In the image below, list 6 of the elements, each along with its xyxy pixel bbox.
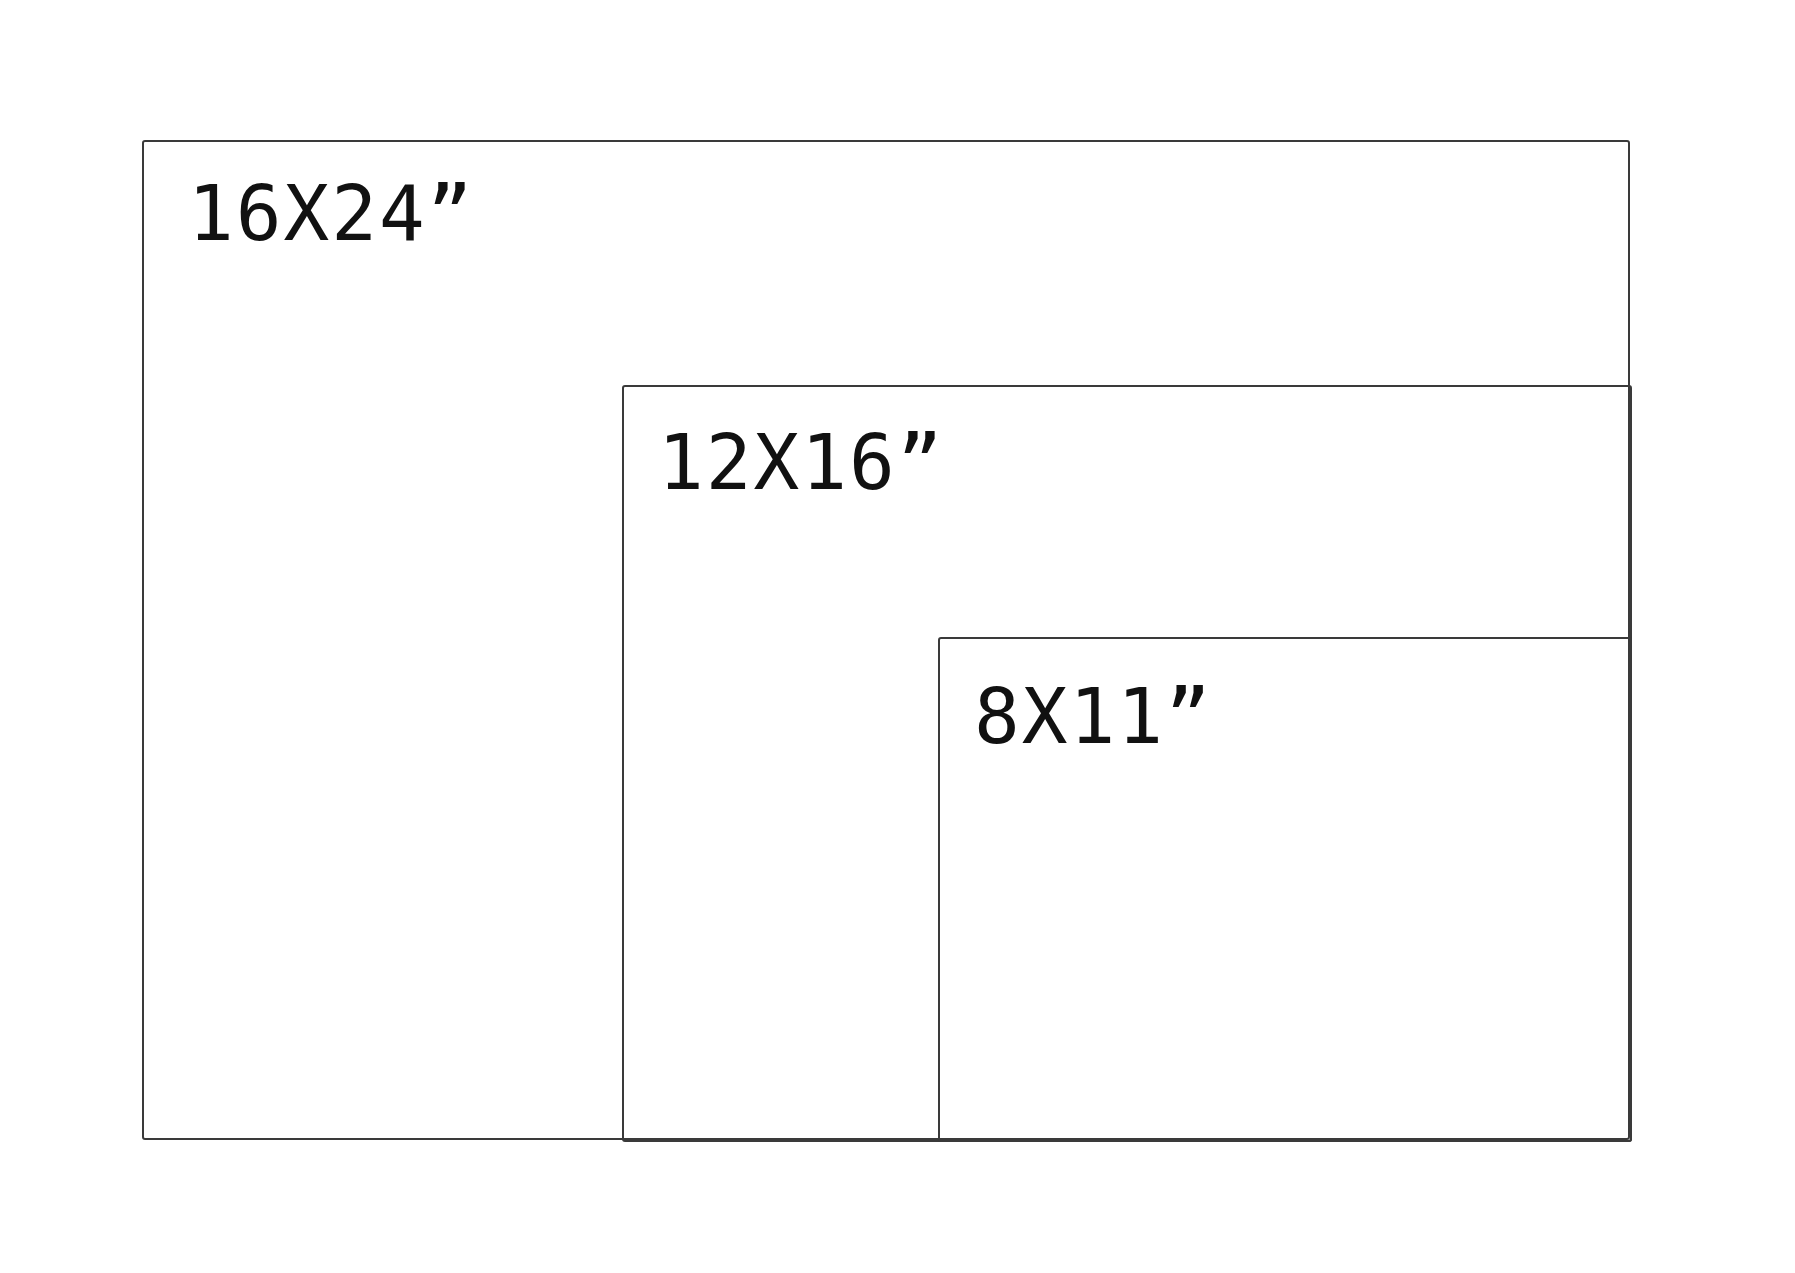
frame-rectangle (142, 140, 1630, 1140)
size-label: 12X16” (658, 425, 945, 501)
size-label: 8X11” (974, 679, 1213, 755)
size-label: 16X24” (188, 176, 475, 252)
frame-rectangle (938, 637, 1632, 1142)
frame-rectangle (622, 385, 1632, 1142)
